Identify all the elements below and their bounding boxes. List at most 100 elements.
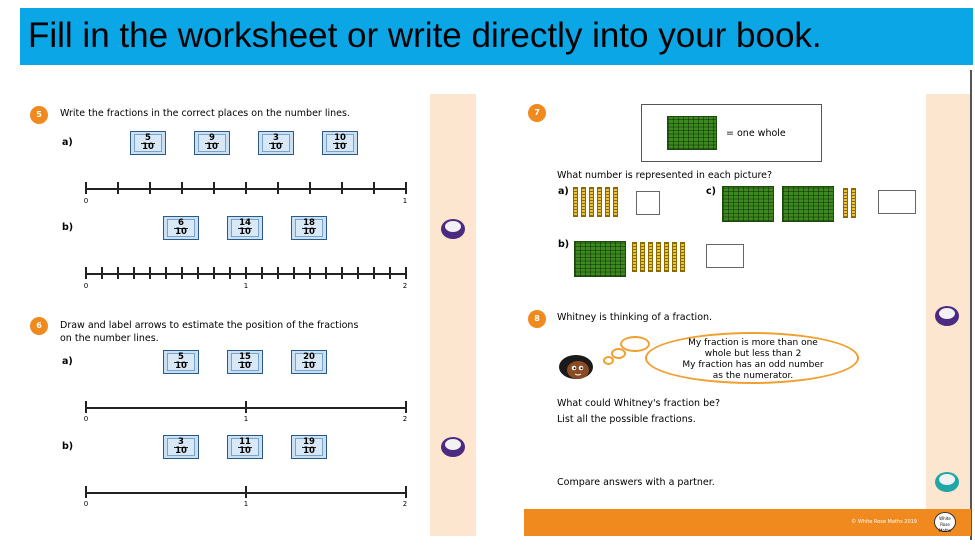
q6b-label: b)	[62, 441, 74, 452]
ten-stick	[581, 187, 586, 217]
number-line-tick	[213, 267, 215, 279]
tick-label: 1	[243, 415, 249, 423]
tick-label: 2	[402, 282, 408, 290]
ten-stick	[597, 187, 602, 217]
question-6-instruction-line1: Draw and label arrows to estimate the po…	[60, 320, 359, 331]
hundred-square	[574, 241, 626, 277]
answer-box-a[interactable]	[636, 191, 660, 215]
number-line-tick	[293, 267, 295, 279]
number-line-tick	[85, 401, 87, 413]
number-line-tick	[245, 401, 247, 413]
number-line-tick	[373, 182, 375, 194]
tick-label: 0	[83, 282, 89, 290]
ten-stick	[851, 188, 856, 218]
ten-stick	[640, 242, 645, 272]
thought-bubble	[645, 332, 859, 384]
hundred-square	[782, 186, 834, 222]
number-line-tick	[133, 267, 135, 279]
number-line-tick	[277, 267, 279, 279]
ten-stick	[632, 242, 637, 272]
number-line-tick	[405, 267, 407, 279]
number-line-tick	[101, 267, 103, 279]
tick-label: 1	[243, 500, 249, 508]
answer-box-b[interactable]	[706, 244, 744, 268]
number-line-tick	[245, 182, 247, 194]
banner-title: Fill in the worksheet or write directly …	[28, 16, 822, 55]
ten-stick	[648, 242, 653, 272]
tick-label: 2	[402, 500, 408, 508]
number-line-tick	[341, 267, 343, 279]
ten-stick	[680, 242, 685, 272]
question-8-text: What could Whitney's fraction be?	[557, 398, 721, 409]
ten-stick	[664, 242, 669, 272]
number-line-tick	[85, 486, 87, 498]
problem-solving-cloud-icon	[441, 437, 465, 457]
thought-dot	[620, 336, 650, 352]
number-line-tick	[85, 267, 87, 279]
right-page-margin-strip	[926, 94, 970, 509]
copyright-text: © White Rose Maths 2019	[851, 519, 917, 525]
q5a-label: a)	[62, 137, 73, 148]
reasoning-cloud-icon	[935, 472, 959, 492]
thought-bubble-text: My fraction is more than one whole but l…	[682, 338, 824, 381]
number-line-tick	[213, 182, 215, 194]
number-line-tick	[149, 267, 151, 279]
one-whole-key-box: = one whole	[641, 104, 822, 162]
question-6-instruction-line2: on the number lines.	[60, 333, 159, 344]
title-banner: Fill in the worksheet or write directly …	[20, 8, 973, 65]
number-line-tick	[117, 267, 119, 279]
tick-label: 0	[83, 500, 89, 508]
hundred-square	[667, 116, 717, 150]
left-page-margin-strip	[430, 94, 476, 536]
slide-divider	[970, 70, 972, 540]
ten-stick	[656, 242, 661, 272]
number-line-tick	[325, 267, 327, 279]
number-line-tick	[181, 182, 183, 194]
ten-stick	[613, 187, 618, 217]
question-8-instruction: List all the possible fractions.	[557, 414, 696, 425]
compare-instruction: Compare answers with a partner.	[557, 477, 715, 488]
ten-stick	[672, 242, 677, 272]
q7c-label: c)	[706, 186, 716, 197]
tick-label: 1	[243, 282, 249, 290]
answer-box-c[interactable]	[878, 190, 916, 214]
number-line-tick	[405, 401, 407, 413]
number-line-tick	[165, 267, 167, 279]
hundred-square	[722, 186, 774, 222]
q5b-label: b)	[62, 222, 74, 233]
number-line-tick	[197, 267, 199, 279]
ten-stick	[573, 187, 578, 217]
tick-label: 2	[402, 415, 408, 423]
question-8-badge: 8	[528, 310, 546, 328]
number-line-tick	[309, 267, 311, 279]
number-line-tick	[117, 182, 119, 194]
thought-dot	[611, 348, 626, 359]
question-8-intro: Whitney is thinking of a fraction.	[557, 312, 713, 323]
ten-stick	[605, 187, 610, 217]
ten-stick	[589, 187, 594, 217]
tick-label: 0	[83, 197, 89, 205]
number-line-tick	[389, 267, 391, 279]
number-line-tick	[149, 182, 151, 194]
question-5-instruction: Write the fractions in the correct place…	[60, 108, 350, 119]
tick-label: 1	[402, 197, 408, 205]
number-line-tick	[405, 182, 407, 194]
white-rose-logo: White Rose Maths	[934, 512, 956, 533]
reasoning-cloud-icon	[935, 306, 959, 326]
number-line-tick	[357, 267, 359, 279]
thought-dot	[603, 356, 614, 365]
ten-stick	[843, 188, 848, 218]
number-line-tick	[229, 267, 231, 279]
tick-label: 0	[83, 415, 89, 423]
